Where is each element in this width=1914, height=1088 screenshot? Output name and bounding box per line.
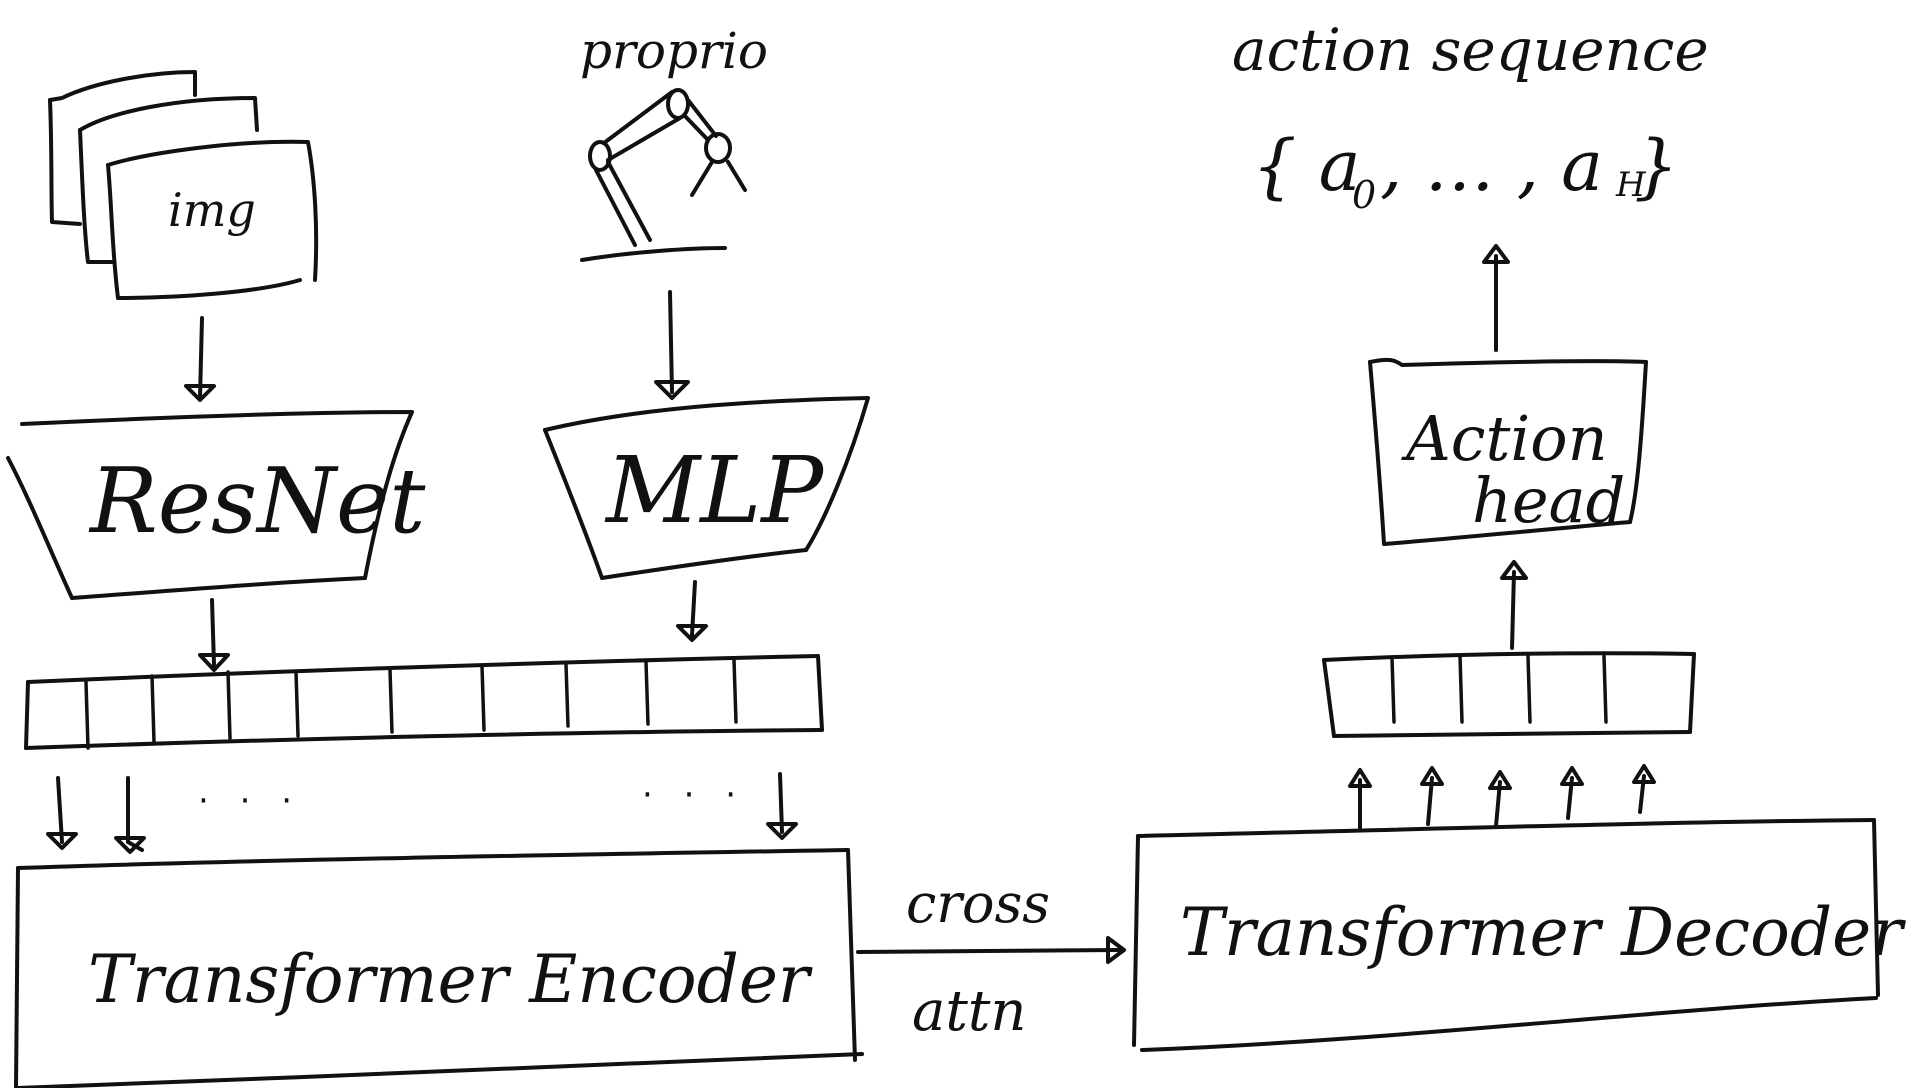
- encoder-token-strip: [24, 654, 824, 750]
- robot-arm-icon: proprio: [580, 22, 768, 262]
- mlp-block: MLP: [543, 396, 870, 580]
- action-head-block: Action head: [1368, 357, 1648, 546]
- action-sequence-sub0: 0: [1352, 173, 1376, 217]
- arrow-img-to-resnet: [184, 316, 216, 402]
- image-stack-icon: img: [48, 70, 319, 300]
- action-sequence-subH: H: [1615, 165, 1647, 205]
- ellipsis-right: · · ·: [642, 775, 746, 815]
- action-sequence-close: }: [1634, 125, 1679, 207]
- cross-attention-arrow: cross attn: [856, 872, 1126, 1044]
- decoder-token-strip: [1322, 651, 1696, 738]
- action-sequence-output: action sequence { a 0 , … , a H }: [1232, 16, 1709, 217]
- ellipsis-left: · · ·: [198, 781, 302, 821]
- resnet-label: ResNet: [88, 449, 426, 554]
- transformer-decoder-block: Transformer Decoder: [1132, 818, 1906, 1052]
- arrow-mlp-to-tokens: [676, 580, 708, 642]
- img-label: img: [168, 183, 256, 237]
- transformer-encoder-block: Transformer Encoder: [14, 848, 864, 1088]
- arrow-tokens-to-action-head: [1500, 560, 1528, 650]
- arrow-resnet-to-tokens: [198, 598, 230, 672]
- action-sequence-mid: , … , a: [1380, 125, 1603, 207]
- action-head-label-line2: head: [1472, 464, 1625, 537]
- arrows-tokens-to-encoder: · · · · · ·: [46, 772, 798, 854]
- attn-label: attn: [912, 979, 1026, 1044]
- action-head-label-line1: Action: [1401, 402, 1608, 475]
- proprio-label: proprio: [580, 22, 768, 80]
- decoder-label: Transformer Decoder: [1180, 894, 1906, 971]
- arrow-action-head-to-output: [1482, 244, 1510, 352]
- action-sequence-open: { a: [1252, 125, 1361, 207]
- arrow-proprio-to-mlp: [654, 290, 690, 400]
- arrows-decoder-to-query-tokens: [1348, 764, 1656, 830]
- action-sequence-title: action sequence: [1232, 16, 1709, 84]
- encoder-label: Transformer Encoder: [88, 941, 813, 1018]
- resnet-block: ResNet: [6, 410, 426, 600]
- mlp-label: MLP: [604, 437, 825, 544]
- cross-label: cross: [906, 872, 1050, 935]
